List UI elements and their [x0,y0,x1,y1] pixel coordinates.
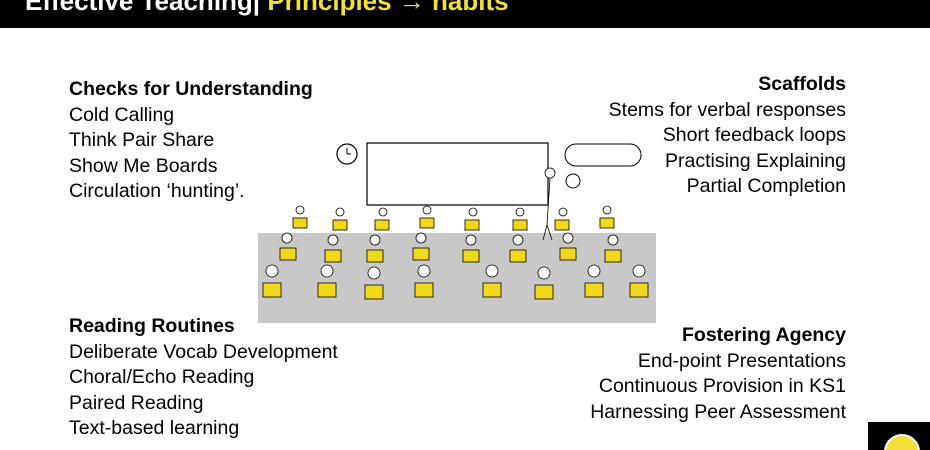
checks-for-understanding: Checks for Understanding Cold Calling Th… [69,77,313,205]
list-item: Continuous Provision in KS1 [598,375,846,397]
list-item: Think Pair Share [69,129,215,151]
list-item: Stems for verbal responses [608,98,846,121]
list-item: Deliberate Vocab Development [69,340,338,363]
section-heading: Scaffolds [758,73,846,95]
list-item: Practising Explaining [664,149,846,172]
section-heading: Fostering Agency [682,324,846,346]
list-item: Short feedback loops [662,124,846,146]
list-item: Circulation ‘hunting’. [69,180,245,202]
school-logo [868,422,930,450]
header-bar: Effective Teaching| Principles → habits [0,0,930,28]
whiteboard [366,142,549,206]
list-item: Paired Reading [69,391,204,414]
fostering-agency: Fostering Agency End-point Presentations… [590,323,846,425]
list-item: Cold Calling [69,103,175,126]
reading-routines: Reading Routines Deliberate Vocab Develo… [69,314,338,442]
list-item: Choral/Echo Reading [69,366,255,388]
list-item: End-point Presentations [637,349,846,372]
classroom-floor [258,233,656,323]
section-heading: Reading Routines [69,315,235,337]
slide-title: Effective Teaching| Principles → habits [25,0,509,16]
speech-bubble [564,143,642,167]
students [265,167,646,280]
list-item: Text-based learning [69,417,240,439]
list-item: Show Me Boards [69,154,218,177]
scaffolds: Scaffolds Stems for verbal responses Sho… [609,72,846,200]
classroom-illustration [258,142,656,323]
list-item: Harnessing Peer Assessment [590,400,846,423]
list-item: Partial Completion [686,175,846,197]
section-heading: Checks for Understanding [69,78,313,100]
student-desks [262,217,649,300]
